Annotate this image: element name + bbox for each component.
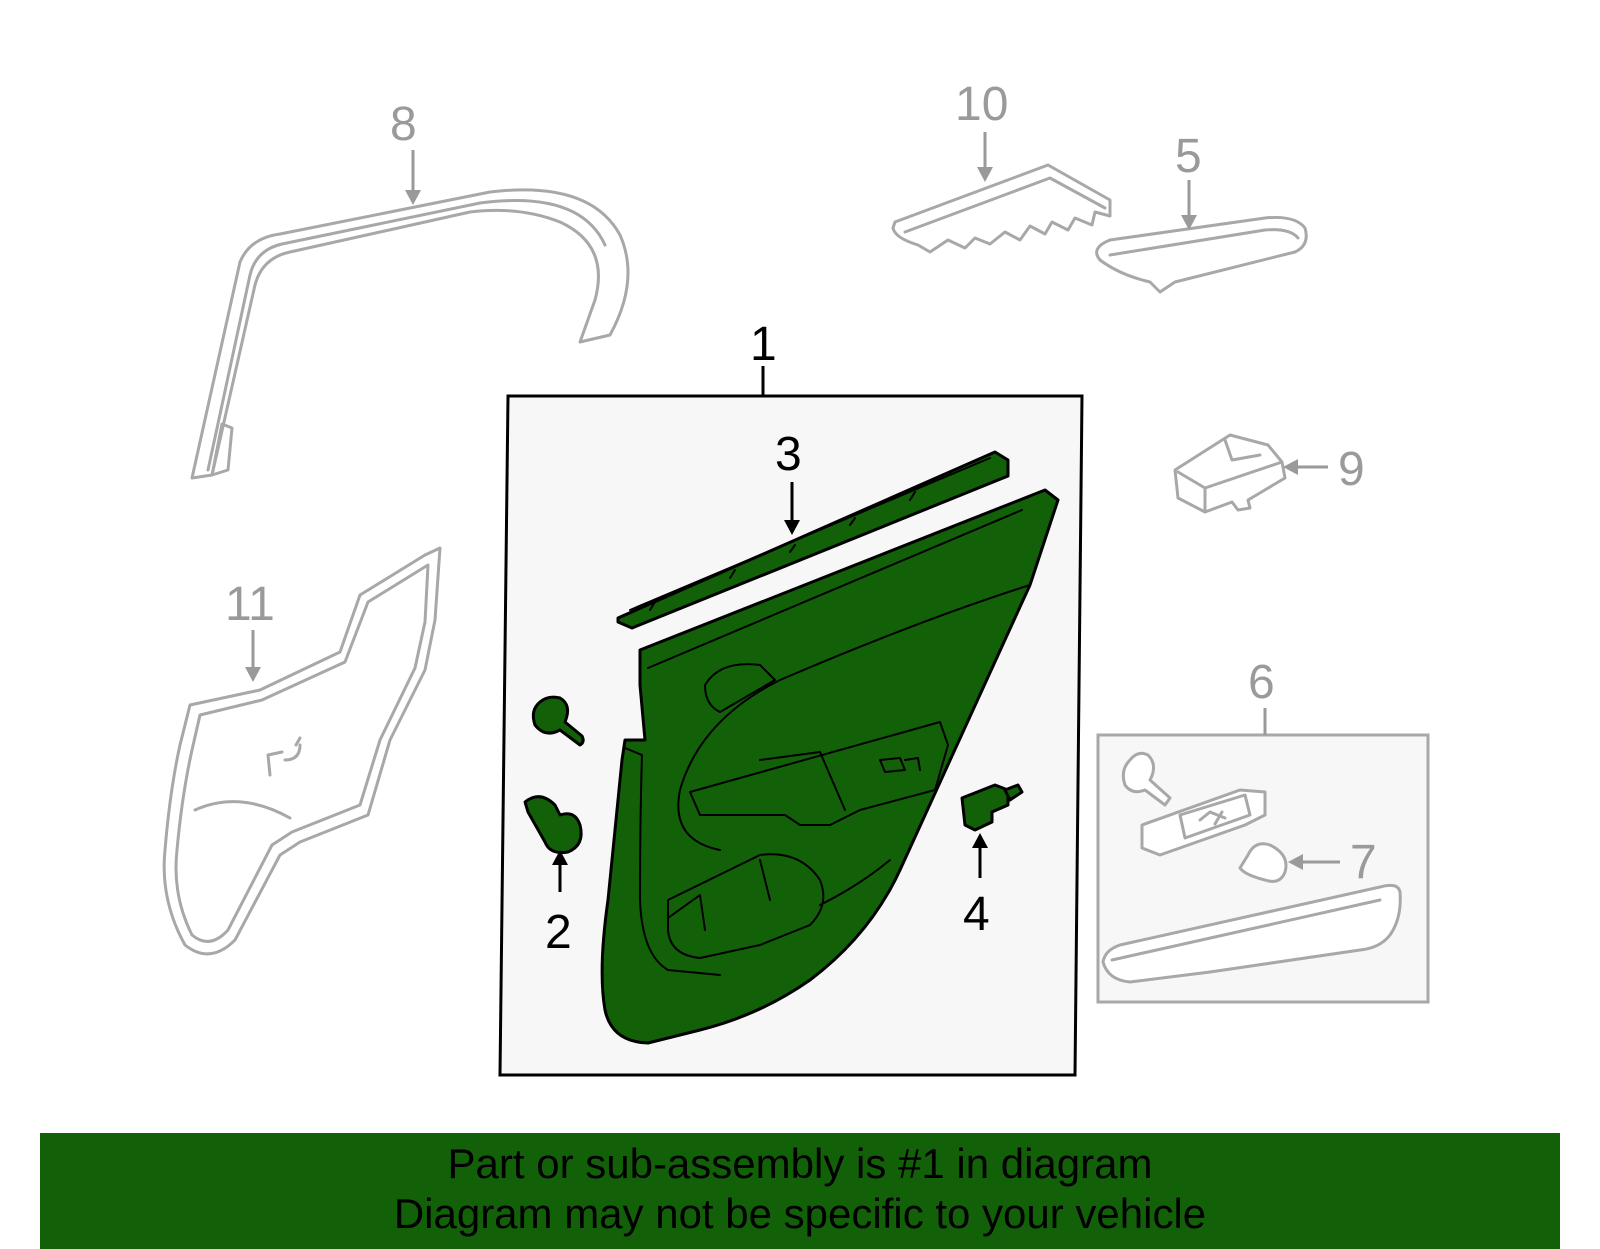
callout-4: 4 [963,888,990,941]
parts-diagram: 8 10 5 9 11 [162,78,1430,1077]
callout-10: 10 [955,78,1008,131]
part-2-clip [523,695,585,854]
part-5-armrest-pad [1095,216,1308,294]
callout-1: 1 [750,318,777,371]
callout-2: 2 [545,906,572,959]
callout-11: 11 [225,578,275,631]
info-banner: Part or sub-assembly is #1 in diagram Di… [40,1133,1560,1249]
callout-3: 3 [775,428,802,481]
callout-8: 8 [390,98,417,151]
part-10-trim-cap [891,163,1112,254]
part-11-water-shield [162,546,442,956]
part-6-kit-box [1096,733,1430,1004]
part-3-belt-weatherstrip [616,450,1010,630]
part-9-switch [1173,433,1287,514]
callout-5: 5 [1175,130,1202,183]
banner-line-2: Diagram may not be specific to your vehi… [393,1190,1207,1237]
callout-6: 6 [1248,656,1275,709]
banner-line-1: Part or sub-assembly is #1 in diagram [447,1140,1153,1187]
part-4-fastener [960,783,1024,832]
door-trim-panel [600,488,1060,1045]
callout-7: 7 [1350,836,1377,889]
part-8-frame-molding [190,188,630,480]
callout-9: 9 [1338,443,1365,496]
